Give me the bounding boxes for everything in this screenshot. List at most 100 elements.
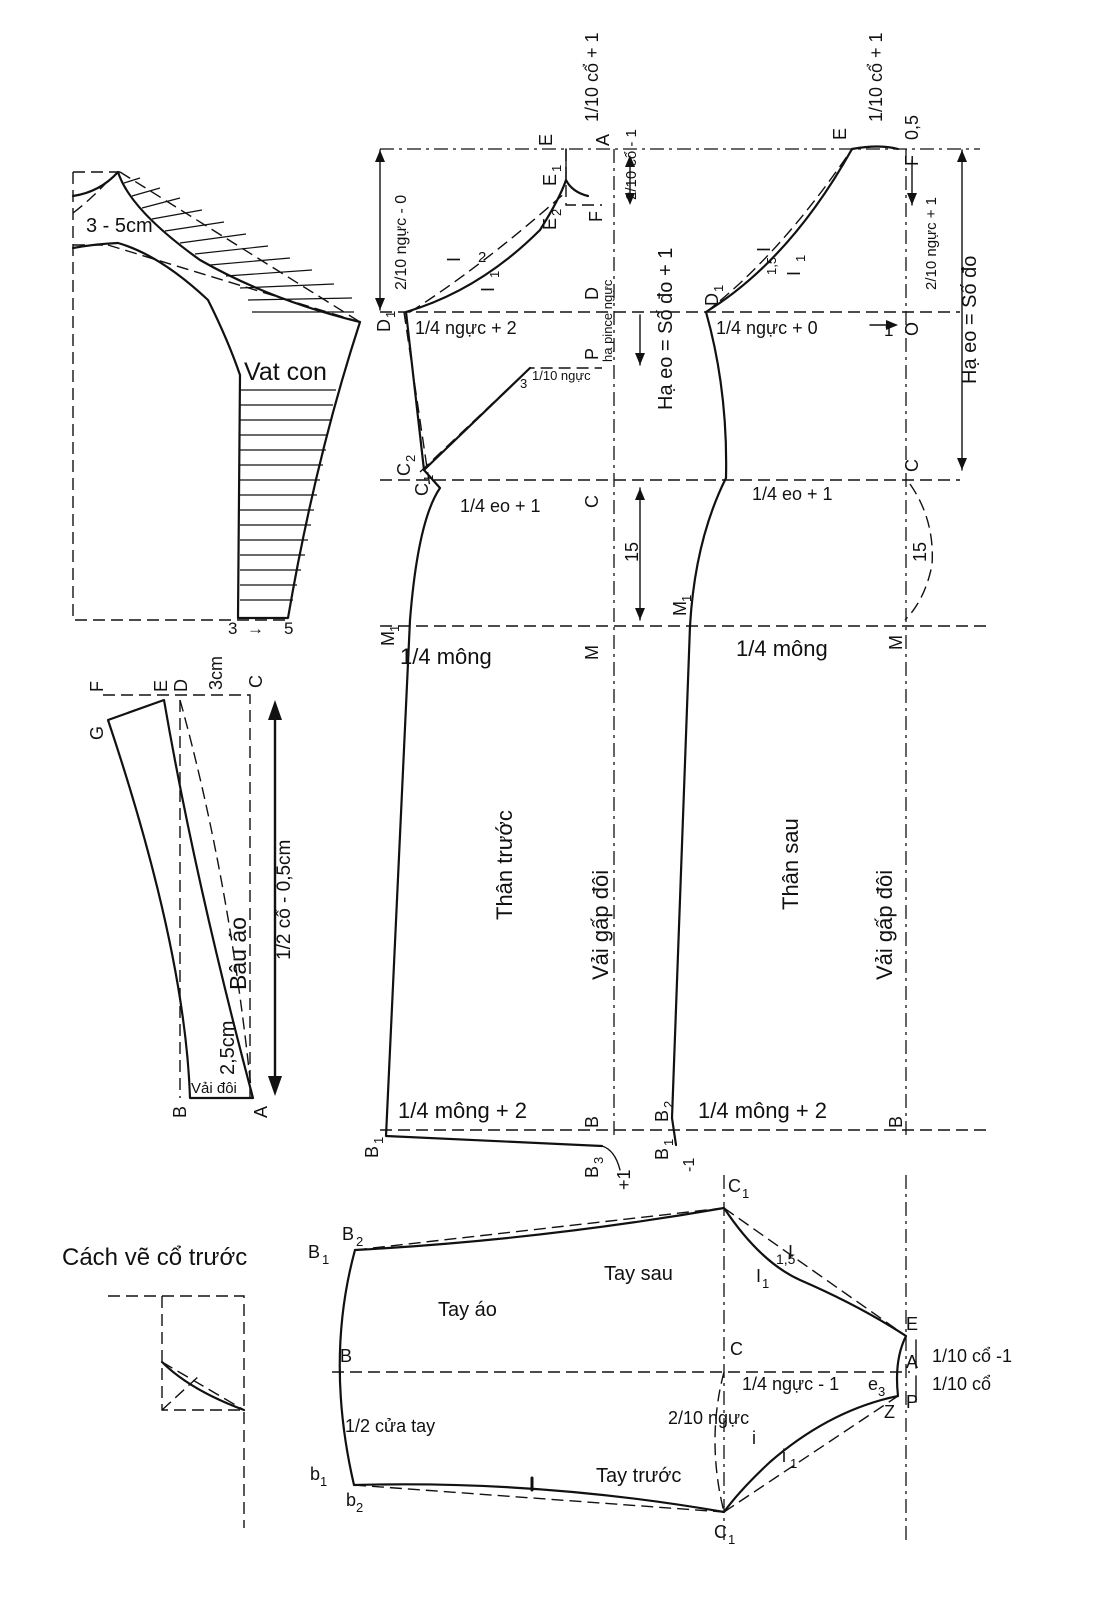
ts-point-m1: M	[670, 601, 690, 616]
tt-point-c1: C	[412, 483, 432, 496]
ta-point-b1-lower: b	[310, 1464, 320, 1484]
tt-point-e2-sub: 2	[549, 209, 564, 216]
ta-point-e3: e	[868, 1374, 878, 1394]
than-sau-chest: 1/4 ngực + 0	[716, 318, 818, 338]
tt-point-m: M	[582, 645, 602, 660]
bau-ao-width: 2,5cm	[217, 1021, 239, 1075]
than-sau-piece: Thân sau Vải gấp đôi 1/10 cổ + 1 0,5 2/1…	[652, 32, 981, 1172]
than-truoc-dart-drop: hạ pince ngực	[600, 279, 615, 362]
tt-point-e1-sub: 1	[549, 165, 564, 172]
ts-point-i1-sub: 1	[793, 255, 808, 262]
tt-point-e: E	[536, 134, 556, 146]
ts-point-d1: D	[702, 293, 722, 306]
ta-point-c1-bottom: C	[714, 1522, 727, 1542]
than-truoc-piece: Thân trước Vải gấp đôi 1/10 cổ + 1 2/10 …	[362, 32, 990, 1190]
than-sau-hip-gap: 15	[910, 542, 930, 562]
ta-point-b2-lower: b	[346, 1490, 356, 1510]
co-truoc-inset: Cách vẽ cổ trước	[62, 1244, 247, 1528]
ta-point-i1: I	[756, 1266, 761, 1286]
ta-point-z: Z	[884, 1402, 895, 1422]
vat-con-top-note: 3 - 5cm	[86, 215, 153, 237]
tt-point-c1-sub: 1	[421, 475, 436, 482]
ta-point-c1-top-sub: 1	[742, 1186, 749, 1201]
tt-point-p: P	[582, 348, 602, 360]
ta-point-p: P	[906, 1392, 918, 1412]
than-sau-label: Thân sau	[778, 818, 803, 910]
than-sau-neck-width: 1/10 cổ + 1	[866, 32, 886, 122]
ts-point-d1-sub: 1	[711, 285, 726, 292]
tay-ao-cuff: 1/2 cửa tay	[345, 1416, 435, 1436]
ta-point-b1-sub: 1	[322, 1252, 329, 1267]
ta-point-b2: B	[342, 1224, 354, 1244]
ta-point-i1-lower-sub: 1	[790, 1456, 797, 1471]
ts-point-m: M	[886, 635, 906, 650]
bau-ao-label: Bâu áo	[225, 917, 251, 990]
tt-point-d1-sub: 1	[383, 311, 398, 318]
bau-ao-point-c: C	[246, 675, 266, 688]
tt-point-m1-sub: 1	[387, 625, 402, 632]
tt-point-c: C	[582, 495, 602, 508]
tt-point-b1: B	[362, 1146, 382, 1158]
tt-point-c2: C	[394, 463, 414, 476]
tay-ao-underarm: 2/10 ngực	[668, 1408, 749, 1428]
ta-point-e3-sub: 3	[878, 1384, 885, 1399]
tay-ao-curve: 1,5	[776, 1251, 796, 1267]
bau-ao-point-e: E	[151, 680, 171, 692]
ta-point-i: I	[788, 1242, 793, 1262]
bau-ao-point-g: G	[87, 726, 107, 740]
tay-ao-piece: Tay áo Tay sau Tay trước 1/2 cửa tay 1/4…	[308, 1175, 1012, 1547]
tt-point-b1-sub: 1	[371, 1137, 386, 1144]
ts-point-b1: B	[652, 1148, 672, 1160]
bau-ao-length: 1/2 cổ - 0,5cm	[274, 840, 295, 960]
bau-ao-point-f: F	[87, 681, 107, 692]
ta-point-b1-lower-sub: 1	[320, 1474, 327, 1489]
ta-point-c1-top: C	[728, 1176, 741, 1196]
tt-point-c2-sub: 2	[403, 455, 418, 462]
bau-ao-arrow-up-icon	[268, 700, 282, 720]
ts-point-e: E	[830, 128, 850, 140]
tay-ao-label: Tay áo	[438, 1299, 497, 1321]
bau-ao-arrow-down-icon	[268, 1076, 282, 1096]
than-sau-raise: 0,5	[902, 115, 922, 140]
than-sau-fold: Vải gấp đôi	[872, 870, 897, 980]
than-sau-hem: 1/4 mông + 2	[698, 1098, 827, 1123]
than-truoc-mark-2: 2	[478, 249, 486, 266]
than-sau-minus: -1	[681, 1158, 698, 1172]
than-sau-ha-eo: Hạ eo = Số đo	[959, 256, 981, 384]
vat-con-label: Vat con	[244, 358, 327, 386]
vat-con-arrow: →	[247, 619, 264, 638]
ta-point-b2-lower-sub: 2	[356, 1500, 363, 1515]
tt-point-b3-sub: 3	[591, 1157, 606, 1164]
tay-ao-neck-top: 1/10 cổ -1	[932, 1346, 1012, 1366]
than-truoc-chest: 1/4 ngực + 2	[415, 318, 517, 338]
than-sau-curve: 1,5	[764, 257, 779, 275]
tt-point-i: I	[444, 257, 464, 262]
than-truoc-neck-depth: 2/10 cổ - 1	[623, 129, 640, 200]
ts-point-c: C	[902, 459, 922, 472]
than-truoc-dart: 1/10 ngực	[532, 368, 591, 383]
ts-point-m1-sub: 1	[679, 595, 694, 602]
than-truoc-hem-plus: +1	[614, 1169, 634, 1190]
tt-point-f: F	[586, 211, 606, 222]
bau-ao-top-gap: 3cm	[206, 656, 226, 690]
ts-point-i: I	[754, 247, 774, 252]
ta-point-e: E	[906, 1314, 918, 1334]
than-sau-waist: 1/4 eo + 1	[752, 484, 833, 504]
tt-point-a: A	[593, 134, 613, 146]
ta-point-b1: B	[308, 1242, 320, 1262]
than-truoc-hip: 1/4 mông	[400, 644, 492, 669]
than-sau-hip: 1/4 mông	[736, 636, 828, 661]
ts-point-b: B	[886, 1116, 906, 1128]
bau-ao-point-d: D	[171, 679, 191, 692]
than-sau-shoulder-drop: 2/10 ngực + 1	[923, 197, 940, 290]
than-truoc-fold: Vải gấp đôi	[588, 870, 613, 980]
bau-ao-fold: Vải đôi	[191, 1080, 237, 1097]
ta-point-i1-lower: i	[782, 1446, 786, 1466]
ts-point-f: F	[902, 155, 922, 166]
than-truoc-waist: 1/4 eo + 1	[460, 496, 541, 516]
ts-point-b1-sub: 1	[661, 1139, 676, 1146]
than-truoc-shoulder-drop: 2/10 ngực - 0	[393, 195, 410, 290]
tay-ao-back: Tay sau	[604, 1263, 673, 1285]
tt-point-i1: I	[478, 287, 498, 292]
